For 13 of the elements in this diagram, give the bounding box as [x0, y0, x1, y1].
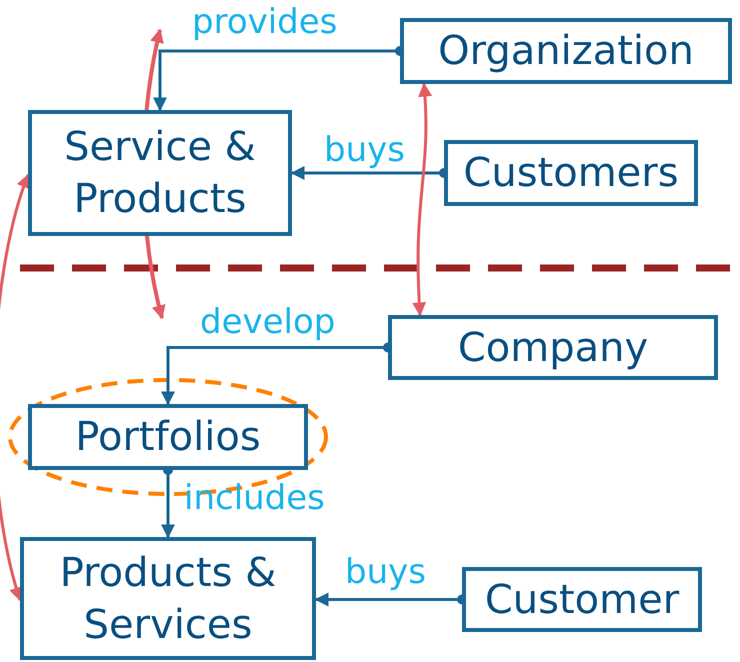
- concept-box: Organization: [400, 18, 732, 84]
- concept-box: Products & Services: [20, 537, 316, 660]
- concept-box: Customer: [462, 567, 702, 632]
- edge-label: develop: [200, 302, 336, 342]
- concept-box: Service & Products: [28, 110, 292, 236]
- concept-box: Portfolios: [28, 404, 308, 470]
- concept-box: Customers: [444, 140, 698, 206]
- edge-label: buys: [324, 130, 405, 170]
- edge-label: buys: [345, 552, 426, 592]
- edge-label: provides: [192, 2, 338, 42]
- edge-label: includes: [184, 478, 325, 518]
- double-arrow: [412, 82, 432, 316]
- concept-box: Company: [388, 315, 718, 380]
